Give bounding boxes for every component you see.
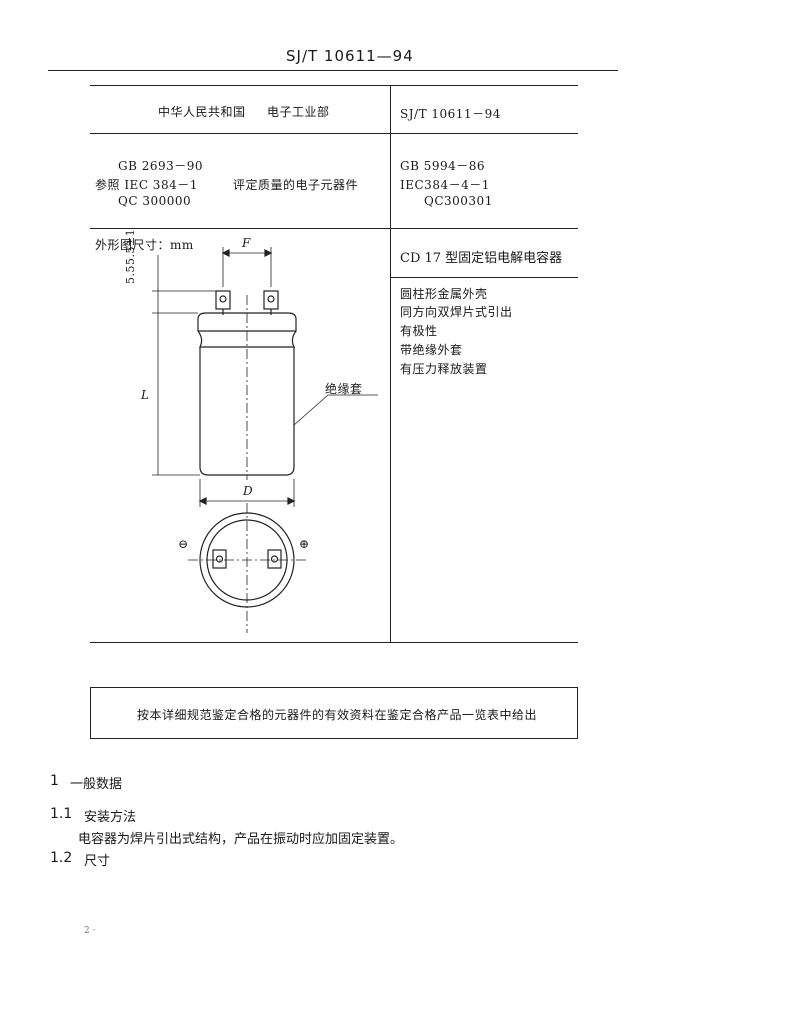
table-top-rule: [90, 85, 578, 86]
positive-terminal-symbol: ⊕: [299, 537, 310, 551]
insulation-sleeve-label: 绝缘套: [325, 382, 363, 396]
section-1-number: 1: [50, 773, 59, 789]
ref-quality-assessed-components: 评定质量的电子元器件: [233, 178, 359, 192]
section-1-1-body: 电容器为焊片引出式结构，产品在振动时应加固定装置。: [78, 832, 404, 847]
table-bottom-rule: [90, 642, 578, 643]
feature-item: 同方向双焊片式引出: [400, 305, 513, 319]
table-row-rule-2: [90, 228, 578, 229]
ref-iec-384-1: 参照 IEC 384－1: [95, 178, 198, 192]
feature-item: 带绝缘外套: [400, 343, 463, 357]
section-1-1-title: 安装方法: [84, 810, 137, 825]
ref-qc-300000: QC 300000: [118, 194, 192, 208]
ref-gb-5994: GB 5994－86: [400, 159, 486, 173]
section-1-2-number: 1.2: [50, 850, 73, 866]
dimension-label-f: F: [242, 236, 251, 250]
dimension-label-height: 5.55.5±1: [124, 228, 137, 284]
standard-number-cell: SJ/T 10611－94: [400, 107, 501, 121]
feature-item: 有极性: [400, 324, 438, 338]
negative-terminal-symbol: ⊖: [178, 537, 189, 551]
drawing-caption: 外形图尺寸：mm: [95, 238, 194, 252]
table-product-rule: [390, 277, 578, 278]
dimension-label-l: L: [141, 388, 150, 402]
product-title: CD 17 型固定铝电解电容器: [400, 251, 563, 266]
qualification-notice-text: 按本详细规范鉴定合格的元器件的有效资料在鉴定合格产品一览表中给出: [137, 708, 538, 722]
running-header-standard-number: SJ/T 10611—94: [286, 47, 414, 65]
table-row-rule-1: [90, 133, 578, 134]
dimension-label-d: D: [243, 484, 254, 498]
table-column-divider: [390, 85, 391, 642]
qualification-notice-box: [90, 687, 578, 739]
section-1-1-number: 1.1: [50, 806, 73, 822]
page-mark: 2 ·: [84, 926, 96, 936]
issuer-name: 中华人民共和国: [158, 105, 246, 119]
feature-item: 有压力释放装置: [400, 362, 488, 376]
ref-iec-384-4-1: IEC384－4－1: [400, 178, 490, 192]
capacitor-outline-drawing: [152, 247, 378, 633]
ref-qc-300301: QC300301: [424, 194, 493, 208]
section-1-title: 一般数据: [70, 777, 123, 792]
section-1-2-title: 尺寸: [84, 854, 111, 869]
feature-item: 圆柱形金属外壳: [400, 287, 488, 301]
header-rule: [48, 70, 618, 71]
ministry-name: 电子工业部: [267, 105, 330, 119]
ref-gb-2693: GB 2693－90: [118, 159, 204, 173]
